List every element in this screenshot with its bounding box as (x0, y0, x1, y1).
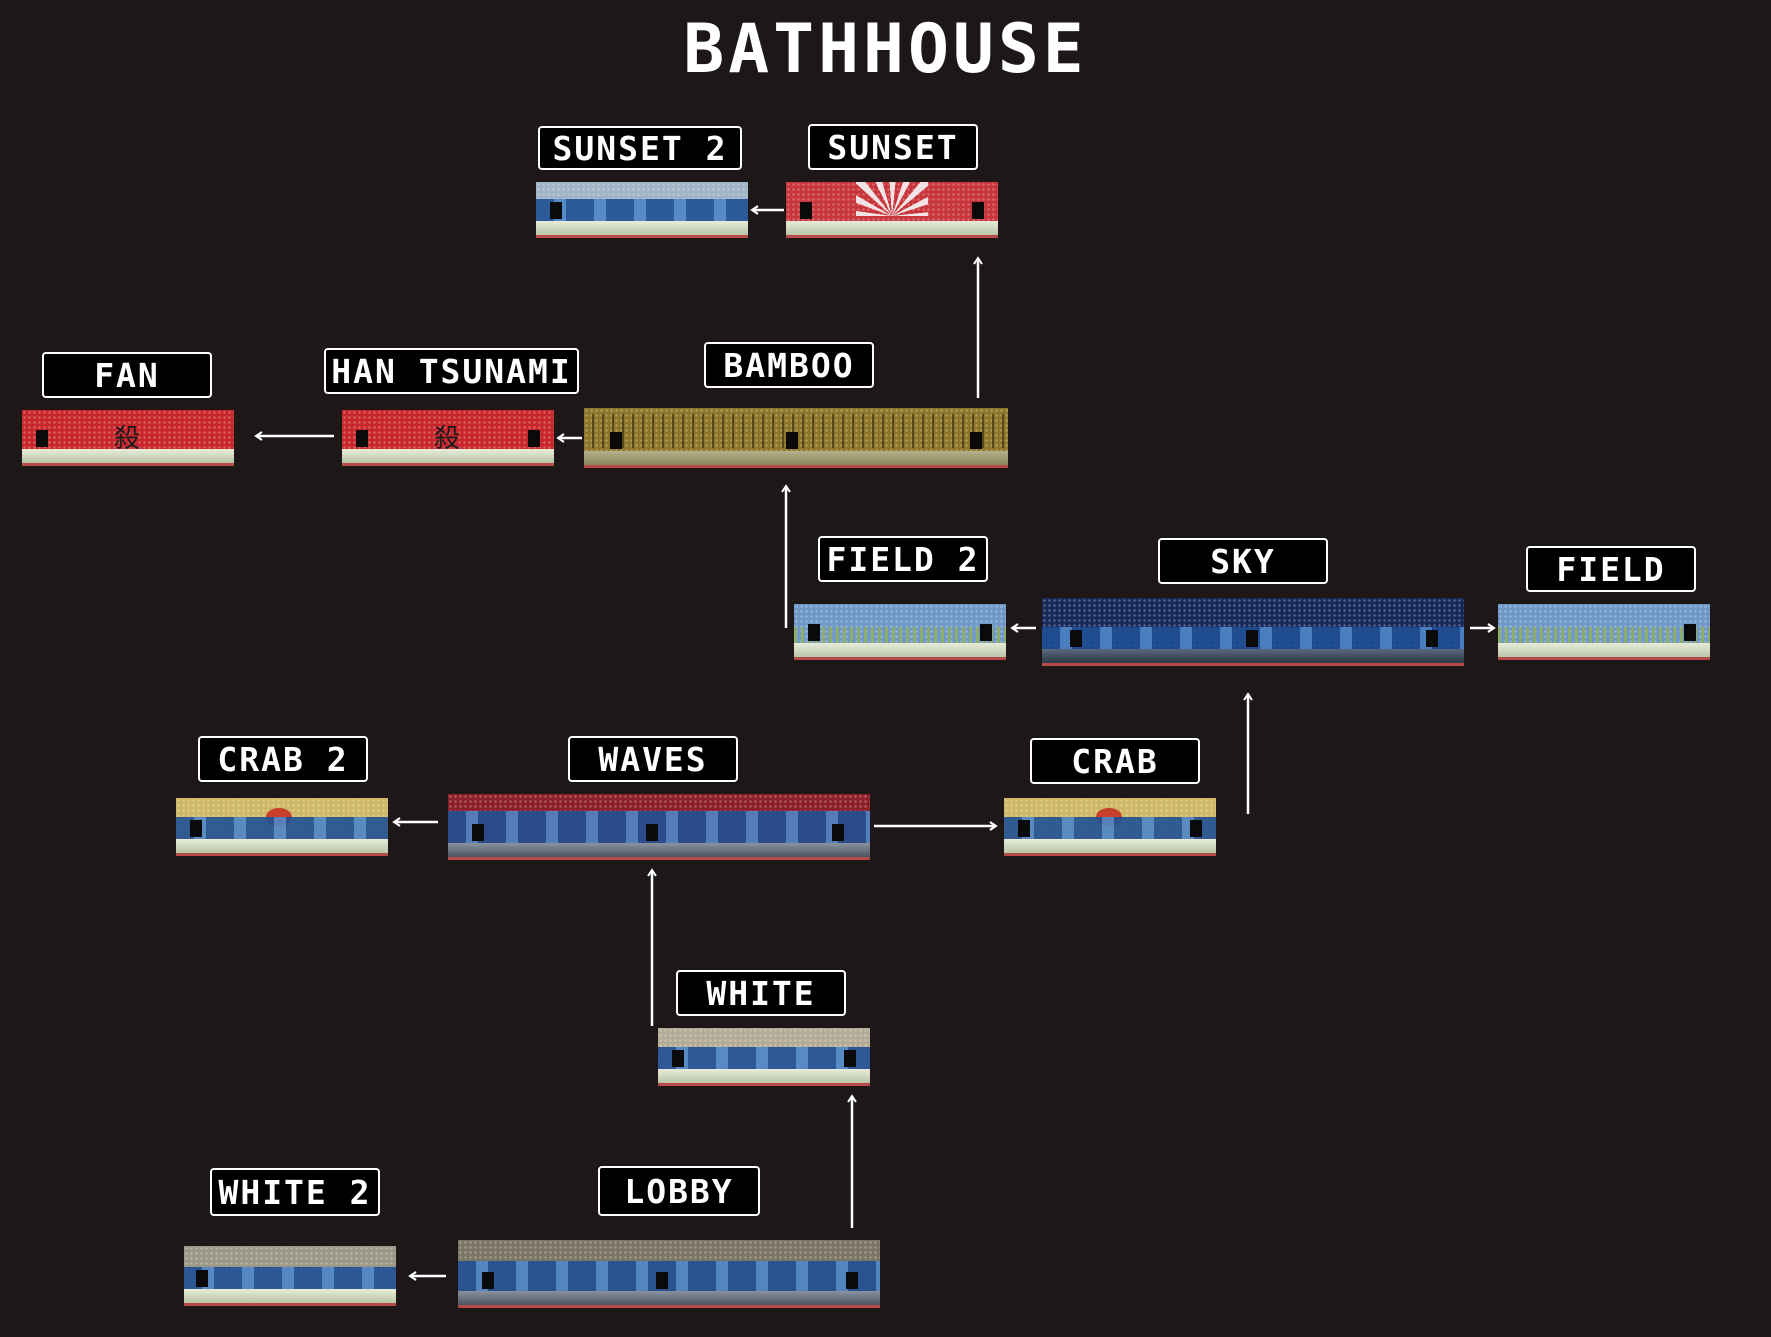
label-white-2: WHITE 2 (210, 1168, 380, 1216)
label-fan: FAN (42, 352, 212, 398)
door-icon (844, 1050, 856, 1067)
room-floor (794, 643, 1006, 657)
room-fan[interactable]: 殺 (22, 410, 234, 466)
room-sunset[interactable] (786, 182, 998, 238)
door-icon (970, 432, 982, 449)
door-icon (1684, 624, 1696, 641)
room-floor (658, 1069, 870, 1083)
door-icon (36, 430, 48, 447)
door-icon (646, 824, 658, 841)
room-waves (176, 817, 388, 839)
label-crab-2: CRAB 2 (198, 736, 368, 782)
label-field-2: FIELD 2 (818, 536, 988, 582)
label-white: WHITE (676, 970, 846, 1016)
room-white[interactable] (658, 1028, 870, 1086)
room-floor (786, 221, 998, 235)
label-field: FIELD (1526, 546, 1696, 592)
door-icon (1190, 820, 1202, 837)
room-crab[interactable] (1004, 798, 1216, 856)
door-icon (972, 202, 984, 219)
sun-rays-icon (856, 182, 928, 216)
door-icon (846, 1272, 858, 1289)
door-icon (1018, 820, 1030, 837)
door-icon (808, 624, 820, 641)
door-icon (786, 432, 798, 449)
room-floor (584, 451, 1008, 465)
label-han-tsunami: HAN TSUNAMI (324, 348, 579, 394)
room-floor (342, 449, 554, 463)
room-floor (1498, 643, 1710, 657)
label-sunset-2: SUNSET 2 (538, 126, 742, 170)
room-floor (536, 221, 748, 235)
room-floor (176, 839, 388, 853)
door-icon (800, 202, 812, 219)
room-waves (536, 199, 748, 221)
door-icon (482, 1272, 494, 1289)
door-icon (196, 1270, 208, 1287)
label-waves: WAVES (568, 736, 738, 782)
room-bamboo[interactable] (584, 408, 1008, 468)
label-sunset: SUNSET (808, 124, 978, 170)
door-icon (190, 820, 202, 837)
label-crab: CRAB (1030, 738, 1200, 784)
door-icon (980, 624, 992, 641)
room-sky[interactable] (1042, 598, 1464, 666)
door-icon (656, 1272, 668, 1289)
door-icon (528, 430, 540, 447)
room-waves (448, 811, 870, 843)
room-waves (658, 1047, 870, 1069)
room-floor (1042, 649, 1464, 663)
page-title: BATHHOUSE (683, 10, 1088, 89)
room-field[interactable] (1498, 604, 1710, 660)
room-waves (1004, 817, 1216, 839)
room-floor (448, 843, 870, 857)
room-floor (184, 1289, 396, 1303)
door-icon (550, 202, 562, 219)
door-icon (1426, 630, 1438, 647)
door-icon (672, 1050, 684, 1067)
room-floor (458, 1291, 880, 1305)
room-waves (184, 1267, 396, 1289)
room-sunset-2[interactable] (536, 182, 748, 238)
label-lobby: LOBBY (598, 1166, 760, 1216)
door-icon (832, 824, 844, 841)
room-waves[interactable] (448, 794, 870, 860)
label-bamboo: BAMBOO (704, 342, 874, 388)
room-floor (1004, 839, 1216, 853)
room-floor (22, 449, 234, 463)
door-icon (1070, 630, 1082, 647)
room-field-2[interactable] (794, 604, 1006, 660)
room-white-2[interactable] (184, 1246, 396, 1306)
label-sky: SKY (1158, 538, 1328, 584)
room-han-tsunami[interactable]: 殺 (342, 410, 554, 466)
grass-icon (794, 627, 1006, 643)
door-icon (1246, 630, 1258, 647)
room-lobby[interactable] (458, 1240, 880, 1308)
room-crab-2[interactable] (176, 798, 388, 856)
door-icon (610, 432, 622, 449)
grass-icon (1498, 627, 1710, 643)
door-icon (472, 824, 484, 841)
room-waves (458, 1261, 880, 1291)
door-icon (356, 430, 368, 447)
